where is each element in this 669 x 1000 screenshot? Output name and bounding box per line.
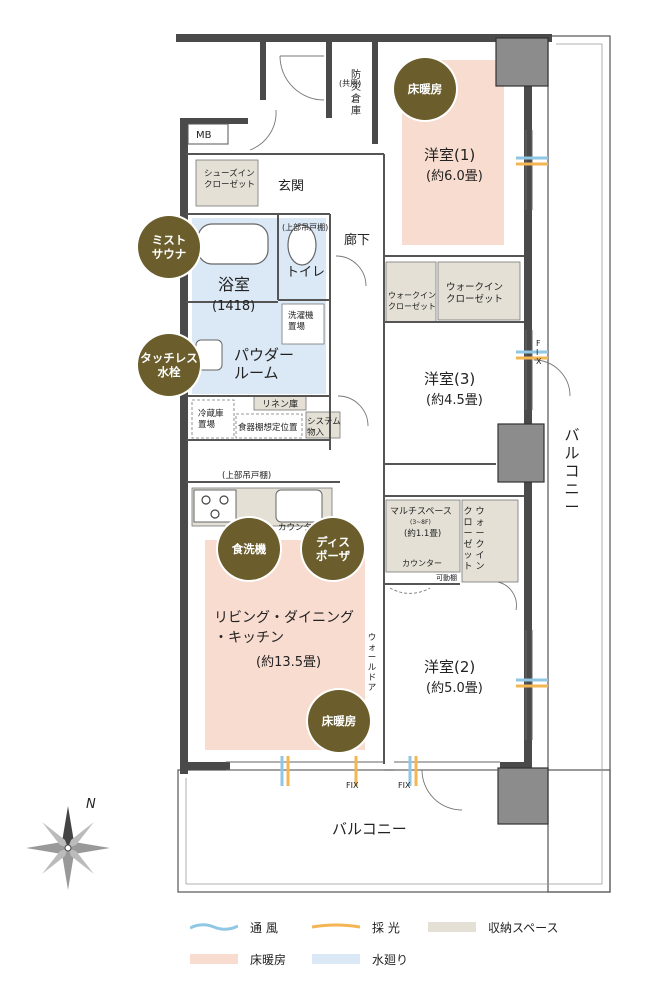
label-dish-rack: 食器棚想定位置 (238, 422, 298, 433)
label-multi-space: マルチスペース (390, 506, 452, 517)
label-system-storage: システム物入 (307, 417, 341, 438)
label-wall-door: ウォールドア (368, 633, 377, 693)
floor-heating-swatch (190, 954, 238, 964)
label-room2-size: (約5.0畳) (426, 681, 483, 696)
badge-floor-heating-2: 床暖房 (308, 690, 370, 752)
legend-daylight-label: 採 光 (372, 920, 400, 935)
wave-icon (190, 923, 238, 931)
legend-water-label: 水廻り (372, 952, 409, 967)
label-balcony-bottom: バルコニー (332, 820, 407, 838)
legend-floor-heating: 床暖房 (190, 950, 286, 968)
label-fix-bottom-1: FIX (346, 781, 359, 790)
bathtub (197, 223, 269, 265)
label-overhead-kitchen: (上部吊戸棚) (222, 470, 271, 481)
label-entrance: 玄関 (278, 179, 304, 194)
fridge-spot (191, 399, 235, 439)
badge-dishwasher: 食洗機 (218, 518, 280, 580)
label-room1-size: (約6.0畳) (426, 169, 483, 184)
label-room2: 洋室(2) (424, 658, 475, 676)
label-room3: 洋室(3) (424, 370, 475, 388)
label-counter-kitchen: カウンター (278, 523, 321, 533)
label-storage-box-sub: (共用) (339, 79, 361, 88)
label-room3-size: (約4.5畳) (426, 393, 483, 408)
label-mb: MB (196, 130, 212, 141)
storage-swatch (428, 922, 476, 932)
label-overhead-toilet: (上部吊戸棚) (282, 222, 328, 232)
label-washer: 洗濯機置場 (288, 310, 314, 332)
column-top-right (495, 37, 549, 87)
stove-burner-icon (201, 495, 229, 519)
storage-walkin3 (461, 499, 519, 583)
label-linen: リネン庫 (262, 398, 298, 410)
label-hallway: 廊下 (344, 232, 370, 248)
ventilation-arrows (280, 156, 548, 786)
legend-storage: 収納スペース (428, 918, 559, 936)
badge-disposer: ディスポーザ (302, 518, 364, 580)
label-bath-size: (1418) (212, 299, 255, 314)
mb-box (187, 123, 229, 145)
column-middle-right (497, 423, 545, 483)
label-walkin1: ウォークインクローゼット (388, 291, 436, 311)
storage-shoe-closet (195, 159, 259, 207)
label-powder-room: パウダールーム (234, 346, 294, 382)
label-walkin2: ウォークインクローゼット (446, 282, 503, 305)
label-fridge: 冷蔵庫置場 (198, 408, 224, 430)
legend-water: 水廻り (312, 950, 408, 968)
legend-floor-heating-label: 床暖房 (250, 952, 287, 967)
badge-floor-heating-1: 床暖房 (394, 58, 456, 120)
badge-mist-sauna: ミストサウナ (138, 216, 200, 278)
label-balcony-right: バルコニー (564, 426, 579, 516)
storage-walkin1 (385, 261, 437, 323)
label-ldk-size: (約13.5畳) (256, 655, 321, 670)
floor-heating-room1 (402, 100, 504, 245)
label-fix-bottom-2: FIX (398, 781, 411, 790)
legend-storage-label: 収納スペース (488, 920, 559, 935)
label-ldk: リビング・ダイニング・キッチン (214, 610, 354, 646)
windows (226, 130, 533, 771)
legend-daylight: 採 光 (312, 918, 400, 936)
label-counter-multi: カウンター (402, 559, 442, 568)
daylight-icon (312, 923, 360, 929)
kitchen-sink (275, 489, 323, 523)
label-walkin3: ウォークインクローゼット (463, 506, 484, 572)
walls (176, 34, 552, 774)
dish-rack-spot (235, 413, 303, 439)
column-bottom-right (497, 767, 549, 825)
stove (193, 489, 237, 523)
compass-icon (26, 806, 110, 890)
storage-system (305, 411, 341, 439)
label-multi-space-sub: (3~8F) (410, 519, 431, 526)
label-shoe-closet: シューズインクローゼット (204, 168, 255, 190)
label-toilet: トイレ (286, 265, 325, 280)
partitions (186, 153, 524, 764)
label-movable-shelf: 可動棚 (436, 573, 457, 582)
label-room1: 洋室(1) (424, 146, 475, 164)
storage-multi-space (385, 499, 461, 573)
legend-ventilation-label: 通 風 (250, 920, 278, 935)
compass-label: N (86, 797, 96, 812)
legend: 通 風 採 光 収納スペース 床暖房 水廻り (190, 918, 630, 978)
water-swatch (312, 954, 360, 964)
legend-ventilation: 通 風 (190, 918, 278, 936)
washer-spot (281, 303, 325, 345)
label-bath: 浴室 (218, 275, 250, 294)
storage-walkin2 (437, 261, 521, 321)
label-storage-box: 防災倉庫 (351, 68, 361, 117)
badge-touchless-faucet: タッチレス水栓 (138, 334, 200, 396)
door-swings (249, 55, 571, 811)
toilet-bowl (287, 224, 317, 266)
label-multi-space-size: (約1.1畳) (404, 528, 441, 539)
